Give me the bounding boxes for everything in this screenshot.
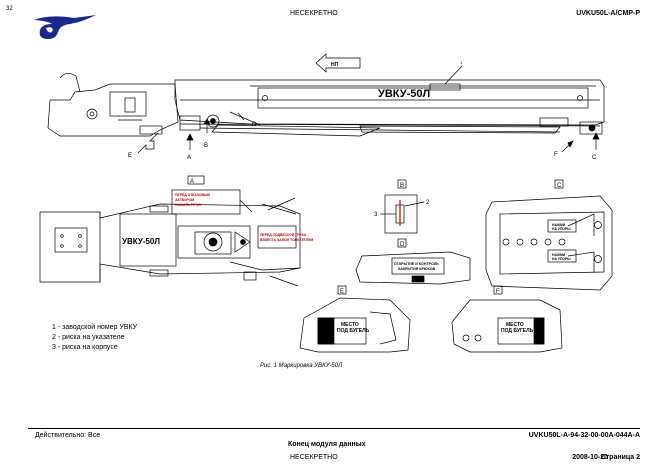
page-label: Страница 2 [600,454,640,461]
view-b-callout-3: 3 [374,212,378,218]
legend: 1 - заводской номер УВКУ 2 - риска на ук… [52,323,137,353]
end-of-module: Конец модуля данных [288,441,366,448]
view-e-tag: E [340,289,344,295]
view-b [380,179,425,234]
product-name-side: УВКУ-50Л [378,88,430,100]
warning-1-line-3: НАЖАТЬ РУЧКУ [175,203,203,207]
data-module-code: UVKU50L-A-94-32-00-00A-044A-A [528,432,640,439]
warning-2-line-2: ВЗВЕСТЬ ЗАМОК ТОЛКАТЕЛЕМ [260,238,313,242]
view-a-pointer: A [187,155,191,161]
view-c-push-1-line-2: НА УПОРЫ [552,227,571,231]
company-logo [34,15,96,39]
view-e-label-2: ПОД БУГЕЛЬ [337,328,370,334]
side-view [47,53,605,154]
applicability: Действительно: Все [35,432,101,439]
view-a-tag: A [190,179,194,185]
view-f-tag: F [496,289,500,295]
nose-direction-label: НП [331,62,339,68]
legend-item: 2 - риска на указателе [52,334,125,341]
view-c-push-2-line-2: НА УПОРЫ [552,257,571,261]
view-e [299,285,411,353]
warning-1-line-1: ПЕРЕД ОТКАЗОВЫМ [175,193,210,197]
view-f-pointer: F [554,152,558,158]
view-d-tag: D [400,242,405,248]
legend-item: 1 - заводской номер УВКУ [52,324,138,331]
product-name-view-a: УВКУ-50Л [122,237,160,246]
figure-drawing: НП 1 УВКУ-50Л E A B D F C A B C D E F УВ… [39,53,613,353]
view-e-pointer: E [128,153,132,159]
view-c-push-2-line-1: НАЖМИ [552,253,566,257]
view-d-label-1: ОТКРЫТИЕ И КОНТРОЛЬ [394,262,439,266]
header-doc-code: UVKU50L-A/CMP-P [576,10,640,17]
warning-2-line-1: ПЕРЕД ПОДВЕСКОЙ ГРУЗА [260,233,307,237]
view-e-label-1: МЕСТО [341,322,359,328]
view-f-label-2: ПОД БУГЕЛЬ [501,328,534,334]
view-c-tag: C [557,183,562,189]
view-b-callout-2: 2 [426,200,430,206]
view-d [355,238,471,285]
footer-divider [28,428,640,429]
issue-date: 2008-10-20 [572,454,608,461]
legend-item: 3 - риска на корпусе [52,344,118,351]
page-number: 32 [6,6,13,12]
view-b-tag: B [400,183,404,189]
view-f [451,285,563,353]
view-a [39,175,301,287]
figure-caption: Рис. 1 Маркировка УВКУ-50Л [260,363,343,369]
view-c-push-1-line-1: НАЖМИ [552,223,566,227]
view-b-pointer: B [204,143,208,149]
header-classification: НЕСЕКРЕТНО [290,10,338,17]
footer-classification: НЕСЕКРЕТНО [290,454,338,461]
view-d-pointer: D [252,122,257,128]
callout-1: 1 [460,60,463,65]
warning-1-line-2: ЗАТВОРОМ [175,198,194,202]
view-d-label-2: ЗАКРЫТИЯ КРЮКОВ [398,267,436,271]
view-c-pointer: C [592,155,597,161]
view-c [485,179,613,291]
view-f-label-1: МЕСТО [506,322,524,328]
